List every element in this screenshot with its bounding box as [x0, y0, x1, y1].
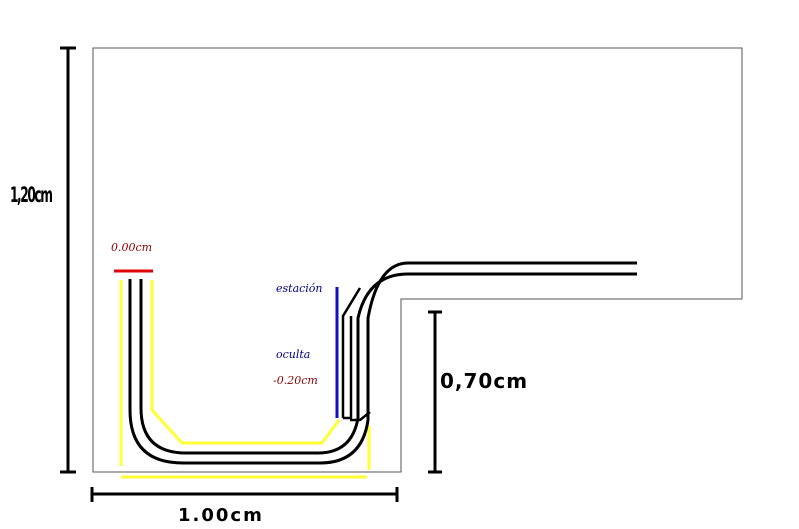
height-dimension-total: [60, 46, 76, 474]
height-total-label: 1,20cm: [10, 184, 52, 209]
hidden-station-track: [341, 287, 371, 422]
level-top-label: 0.00cm: [111, 241, 152, 254]
width-dimension: [90, 487, 399, 502]
baseboard-outline: [92, 47, 743, 473]
width-label: 1.00cm: [178, 505, 264, 526]
station-label-line2: oculta: [276, 348, 310, 361]
height-right-label: 0,70cm: [440, 369, 528, 393]
track-main: [128, 261, 637, 465]
height-dimension-right: [428, 310, 442, 474]
level-hidden-label: -0.20cm: [273, 374, 318, 387]
station-label-line1: estación: [276, 282, 323, 295]
platform-lines: [119, 280, 371, 479]
